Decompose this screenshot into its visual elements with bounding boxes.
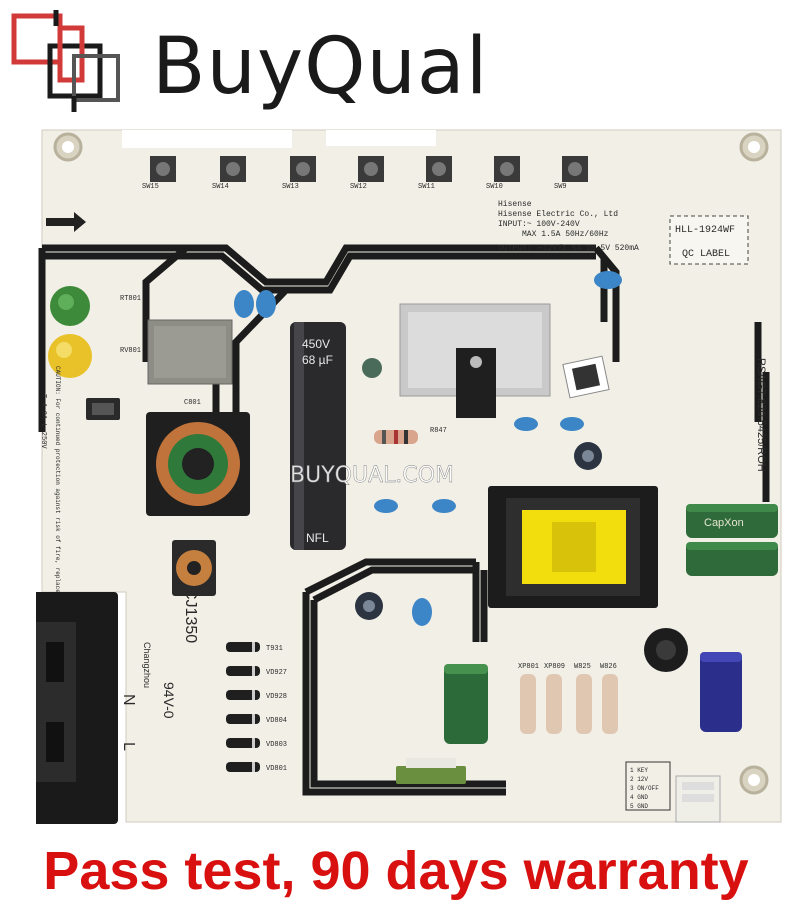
qc-label-text: QC LABEL	[682, 249, 730, 260]
pin-2: 2 12V	[630, 776, 648, 783]
tactile-switch-row	[150, 156, 588, 182]
capacitor-brand-label: CapXon	[704, 517, 744, 529]
electrolytic-capacitor-small	[574, 442, 602, 470]
mounting-hole	[53, 132, 83, 162]
ac-input-connector	[36, 592, 118, 824]
switch-label: SW15	[142, 183, 159, 191]
switch-label: SW9	[554, 183, 567, 191]
output-capacitor-green	[444, 664, 488, 744]
brand-logo: BuyQual	[10, 6, 510, 118]
pin-1: 1 KEY	[630, 767, 648, 774]
ul-mark: CJ1350	[182, 588, 199, 643]
pin-table	[625, 761, 671, 811]
mounting-hole	[739, 765, 769, 795]
ref-label: C801	[184, 399, 201, 407]
connector-live-label: L	[120, 742, 137, 751]
input-rating: INPUT:~ 100V-240V	[498, 220, 580, 229]
inductor	[172, 540, 216, 596]
watermark-text: BUYQUAL.COM	[290, 463, 454, 488]
switch-label: SW11	[418, 183, 435, 191]
qr-code-sticker	[562, 355, 610, 399]
ref-label: T931	[266, 645, 283, 653]
ref-label: W825	[574, 663, 591, 671]
ref-label: RV801	[120, 347, 141, 355]
x-capacitor	[147, 319, 233, 385]
board-illustration: SW15 SW14 SW13 SW12 SW11 SW10 SW9 Hisens…	[36, 129, 782, 824]
ref-label: VD803	[266, 741, 287, 749]
fuse-warning: CAUTION: For continued protection agains…	[54, 366, 61, 737]
ref-label: VD801	[266, 765, 287, 773]
fuse	[86, 398, 120, 420]
brand-name: BuyQual	[152, 22, 489, 112]
switch-label: SW12	[350, 183, 367, 191]
electrolytic-capacitor-small	[362, 358, 382, 378]
power-supply-board: SW15 SW14 SW13 SW12 SW11 SW10 SW9 Hisens…	[36, 122, 788, 834]
board-traces	[38, 244, 770, 796]
output-capacitor	[686, 504, 778, 538]
switch-label: SW13	[282, 183, 299, 191]
main-transformer	[488, 486, 658, 608]
common-mode-choke	[146, 412, 250, 516]
ref-label: R847	[430, 427, 447, 435]
manufacturer-name: Hisense	[498, 200, 532, 209]
bulk-capacitor	[290, 322, 346, 550]
power-resistors	[520, 674, 618, 734]
ref-label: VD804	[266, 717, 287, 725]
part-number: RSAG7.820.5425/ROH	[755, 358, 767, 472]
ref-label: RT801	[120, 295, 141, 303]
output-capacitor-blue	[700, 652, 742, 732]
capacitor-capacitance: 68 µF	[302, 353, 333, 367]
capacitor-brand: NFL	[306, 531, 329, 545]
ref-label: XP809	[544, 663, 565, 671]
pin-3: 3 ON/OFF	[630, 785, 659, 792]
bq-square-logo-icon	[11, 10, 120, 112]
diode-array	[226, 642, 260, 772]
manufacturer-company: Hisense Electric Co., Ltd	[498, 210, 618, 219]
output-rating: OUTPUT: ⎓12V/1.5A 28.5V 520mA	[498, 244, 639, 253]
sub-board-connector	[396, 758, 466, 784]
qc-label: HLL-1924WF QC LABEL	[669, 215, 749, 265]
max-rating: MAX 1.5A 50Hz/60Hz	[522, 230, 609, 239]
thermistor	[50, 286, 90, 326]
warranty-banner: Pass test, 90 days warranty	[43, 841, 749, 901]
capacitor-voltage: 450V	[302, 337, 330, 351]
ref-label: VD927	[266, 669, 287, 677]
electrolytic-capacitor-small	[355, 592, 383, 620]
connector-neutral-label: N	[120, 694, 137, 706]
fuse-rating: T 4.0A L 250V	[39, 394, 47, 449]
ref-label: XP801	[518, 663, 539, 671]
varistor	[48, 334, 92, 378]
pin-5: 5 GND	[630, 803, 648, 810]
ref-label: VD928	[266, 693, 287, 701]
model-label: HLL-1924WF	[675, 225, 735, 236]
output-connector	[675, 775, 721, 823]
mounting-hole	[739, 132, 769, 162]
factory-location: Changzhou	[142, 642, 152, 688]
electrolytic-capacitor-large	[644, 628, 688, 672]
switch-label: SW14	[212, 183, 229, 191]
pin-4: 4 GND	[630, 794, 648, 801]
output-capacitor	[686, 542, 778, 576]
direction-arrow-icon	[46, 212, 86, 232]
heatsink	[399, 303, 551, 418]
ref-label: W826	[600, 663, 617, 671]
flammability-rating: 94V-0	[161, 682, 177, 719]
switch-label: SW10	[486, 183, 503, 191]
resistor	[374, 430, 418, 444]
